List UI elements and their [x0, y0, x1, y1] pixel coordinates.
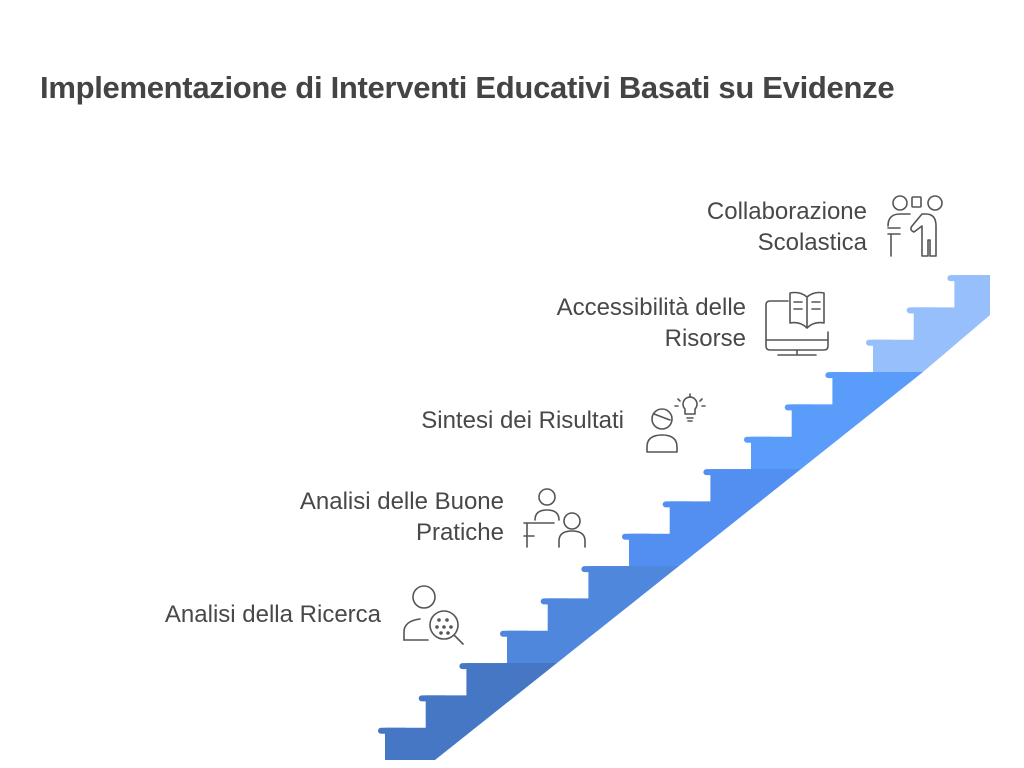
stair-body [629, 469, 801, 566]
diagram-title: Implementazione di Interventi Educativi … [40, 70, 895, 105]
stair-nose [703, 469, 734, 476]
stair-nose [459, 663, 490, 670]
stair-nose [947, 275, 978, 282]
stair-nose [744, 436, 774, 443]
stair-nose [866, 339, 896, 346]
stair-body [385, 663, 557, 760]
stair-body [873, 275, 990, 372]
researcher-magnifier-icon [403, 585, 464, 645]
stair-nose [418, 695, 449, 702]
stair-nose [622, 533, 652, 540]
stair-nose [784, 404, 815, 411]
stair-nose [378, 727, 408, 734]
step-label-1: Analisi della Ricerca [164, 601, 381, 628]
stair-nose [662, 501, 693, 508]
stair-nose [540, 598, 571, 605]
stair-segment-4 [744, 372, 923, 469]
stair-segment-5 [866, 275, 990, 372]
stair-body [751, 372, 923, 469]
people-meeting-icon [523, 488, 586, 548]
stair-nose [825, 372, 856, 379]
teacher-presenting-icon [887, 195, 943, 257]
stair-segment-2 [500, 566, 679, 663]
person-lightbulb-icon [646, 393, 706, 453]
stair-body [507, 566, 679, 663]
stair-segment-3 [622, 469, 801, 566]
step-label-3: Sintesi dei Risultati [421, 407, 624, 434]
stair-segment-1 [378, 663, 557, 760]
stair-nose [581, 566, 612, 573]
stair-nose [500, 630, 530, 637]
monitor-book-icon [765, 291, 829, 356]
stair-nose [906, 307, 937, 314]
